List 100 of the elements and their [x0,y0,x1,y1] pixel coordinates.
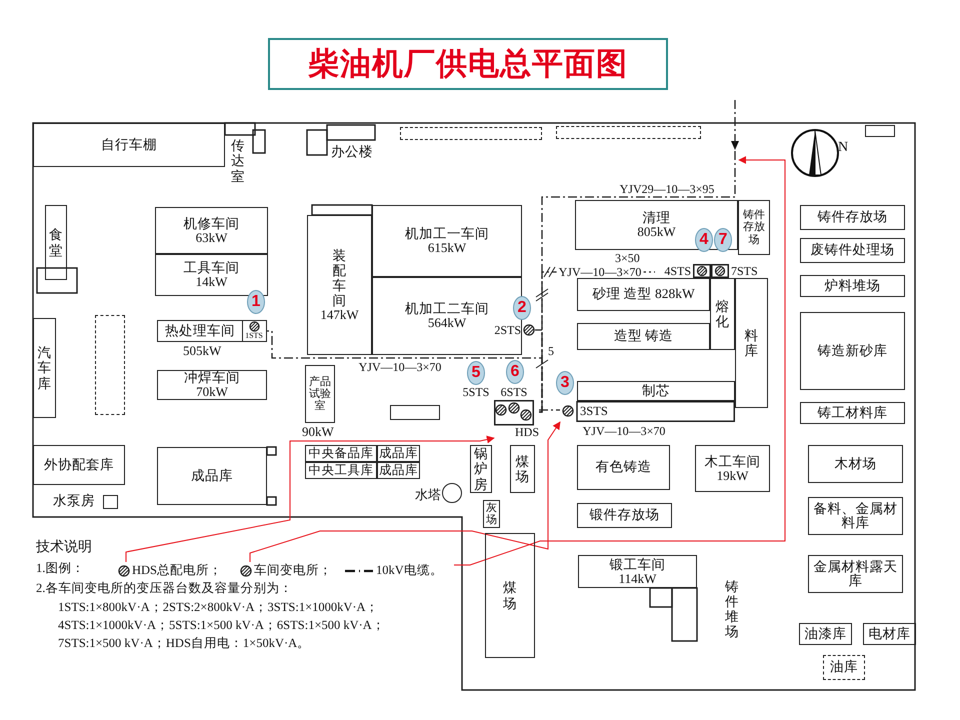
leader-line [454,156,786,566]
building-name: 工具车间 [184,261,240,276]
building-box [157,320,267,342]
building-box [33,445,125,485]
building-name: 煤场 [503,580,517,611]
building-outline [95,315,125,415]
substation-label: 4STS [664,264,691,278]
building-box [575,200,738,250]
building-name: 灰场 [486,502,498,526]
building-name: 热处理车间 [165,324,235,338]
building-box [45,205,67,280]
building-name: 中央工具库 [308,464,374,478]
building-name: 熔化 [716,298,730,330]
building-outline [390,405,440,420]
cable-label: 3×50 [615,252,640,266]
building-name: 木材场 [834,456,876,472]
building-box [577,381,735,401]
note-text: 1STS:1×800kV·A；2STS:2×800kV·A；3STS:1×1000kV·A； [58,601,379,615]
callout-number: 6 [506,360,524,384]
building-name: 备料、金属材料库 [812,502,898,530]
building-box [305,365,335,423]
building-box [510,445,535,493]
building-name: 有色铸造 [596,460,652,475]
building-outline [865,125,895,137]
callout-number: 7 [714,228,732,252]
building-label: 水泵房 [53,494,95,508]
building-box [800,275,905,297]
building-box [808,445,903,483]
building-name: 油库 [830,660,858,675]
building-box [577,445,670,490]
building-box [157,447,267,505]
building-name: 机加工二车间 [405,302,489,316]
beside-label: 90kW [302,424,334,440]
building-name: 铸件存放场 [818,210,888,225]
power-label: 147kW [320,308,359,322]
building-name: 成品库 [379,446,418,460]
power-label: 63kW [196,230,228,244]
building-name: 煤场 [516,454,530,484]
building-name: 产品试验室 [308,376,332,412]
building-box [800,312,905,390]
cable-label: YJV—10—3×70 [556,266,644,278]
cable-label: YJV—10—3×70 [580,425,668,437]
substation-label: 2STS [494,324,521,336]
building-box [800,238,905,263]
callout-number: 4 [695,228,713,252]
callout-number: 2 [513,296,531,320]
building-label: 5STS [462,386,490,399]
building-name: 外协配套库 [44,458,114,472]
beside-label: 505kW [183,343,222,359]
building-name: 木工车间 [704,454,760,469]
substation-label: 7STS [731,264,758,278]
building-name: 机加工一车间 [405,227,489,242]
note-text: 4STS:1×1000kV·A；5STS:1×500 kV·A；6STS:1×500 kV·A； [58,619,385,633]
building-name: 食堂 [49,227,63,258]
building-name: 成品库 [191,468,233,484]
diagram-title: 柴油机厂供电总平面图 [268,38,668,90]
legend-text: HDS总配电所； [132,564,222,578]
building-box [33,123,225,167]
building-name: 废铸件处理场 [810,243,894,258]
note-text: 2.各车间变电所的变压器台数及容量分别为： [36,582,292,596]
cable-label: YJV—10—3×70 [356,361,444,373]
building-box [735,278,768,408]
building-name: 铸造新砂库 [818,344,888,358]
building-name: 清理 [642,211,670,226]
building-outline [400,127,542,140]
building-box [577,323,710,350]
building-box [577,278,710,311]
power-label: 805kW [637,225,676,239]
power-label: 70kW [196,385,228,399]
legend-text: 10kV电缆。 [376,564,443,578]
leader-line [250,421,560,562]
building-label: 6STS [500,386,528,399]
building-box [738,200,770,255]
building-box [800,402,905,424]
north-label: N [838,140,848,156]
building-name: 中央备品库 [308,446,374,460]
building-name: 成品库 [379,464,418,478]
building-box [863,623,916,645]
building-box [799,623,852,645]
callout-number: 3 [556,371,574,395]
power-label: 114kW [618,572,656,586]
cable-line [539,409,560,411]
building-name: 电材库 [868,626,910,642]
building-label: 办公楼 [331,144,373,160]
building-box [157,370,267,400]
power-label: 615kW [428,241,466,255]
building-name: 铸工材料库 [818,406,888,420]
building-name: 料库 [744,328,758,358]
building-box [695,445,770,492]
building-name: 自行车棚 [101,138,157,152]
callout-number: 1 [247,290,265,314]
power-label: 14kW [196,275,228,289]
building-box [33,318,56,418]
building-name: 油漆库 [804,626,846,642]
water-tower-circle [442,483,462,503]
substation-label: HDS [514,426,539,438]
leader-line [126,436,495,562]
legend-text: 车间变电所； [254,564,332,578]
beside-label: 水塔 [415,486,441,504]
building-name: 造型 铸造 [614,329,674,344]
